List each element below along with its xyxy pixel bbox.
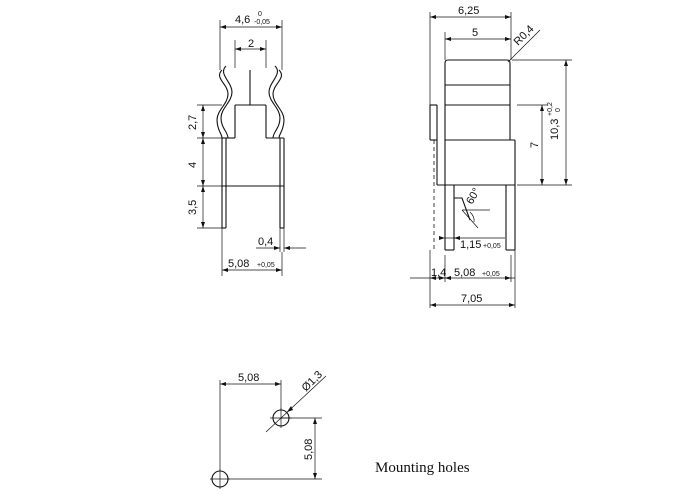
front-clip-left-outer — [220, 65, 233, 139]
front-thickness-label: 0,4 — [258, 236, 273, 248]
side-total-height-tol-lower: 0 — [555, 108, 562, 112]
front-pitch-tol: +0,05 — [257, 262, 275, 269]
mounting-holes-view: 5,08 5,08 Ø1,3 Mounting holes — [210, 369, 470, 489]
side-pin-spacing-label: 5,08 — [454, 267, 475, 279]
side-body-top — [444, 59, 511, 140]
side-pin-spacing-tol: +0,05 — [482, 271, 500, 278]
side-radius-label: R0,4 — [512, 23, 537, 48]
front-width-tol-upper: 0 — [258, 11, 262, 18]
front-clip-left-inner — [216, 69, 229, 139]
side-angle-label: 60° — [464, 186, 483, 206]
side-total-height-tol-upper: +0,2 — [547, 102, 554, 116]
front-upper-height-label: 2,7 — [187, 115, 199, 130]
side-radius-leader — [507, 29, 541, 63]
side-offset-label: 1,4 — [431, 267, 446, 279]
front-clip-right-inner — [272, 69, 285, 139]
front-inner-label: 2 — [248, 38, 254, 50]
front-width-tol-lower: -0,05 — [254, 19, 270, 26]
front-mid-height-label: 4 — [187, 162, 199, 168]
front-clip-right-outer — [268, 65, 281, 139]
mount-diameter-label: Ø1,3 — [300, 369, 325, 394]
side-tab — [454, 197, 471, 221]
side-inner-label: 5 — [472, 27, 478, 39]
front-pitch-label: 5,08 — [228, 258, 249, 270]
front-pin-height-label: 3,5 — [187, 200, 199, 215]
front-width-label: 4,6 — [235, 14, 250, 26]
mount-diameter-leader — [265, 375, 327, 433]
front-view: 4,6 0 -0,05 2 2,7 4 — [187, 11, 306, 276]
mounting-caption: Mounting holes — [375, 460, 470, 476]
side-pin-width-tol: +0,05 — [483, 243, 501, 250]
side-body-height-label: 7 — [529, 142, 541, 148]
side-top-width-label: 6,25 — [458, 5, 479, 17]
mount-horizontal-label: 5,08 — [238, 372, 259, 384]
side-overall-width-label: 7,05 — [461, 293, 482, 305]
side-pin-width-label: 1,15 — [460, 239, 481, 251]
side-view: 6,25 5 R0,4 60° 1,15 — [410, 5, 572, 308]
mount-vertical-label: 5,08 — [303, 439, 315, 460]
side-total-height-label: 10,3 — [549, 119, 561, 140]
